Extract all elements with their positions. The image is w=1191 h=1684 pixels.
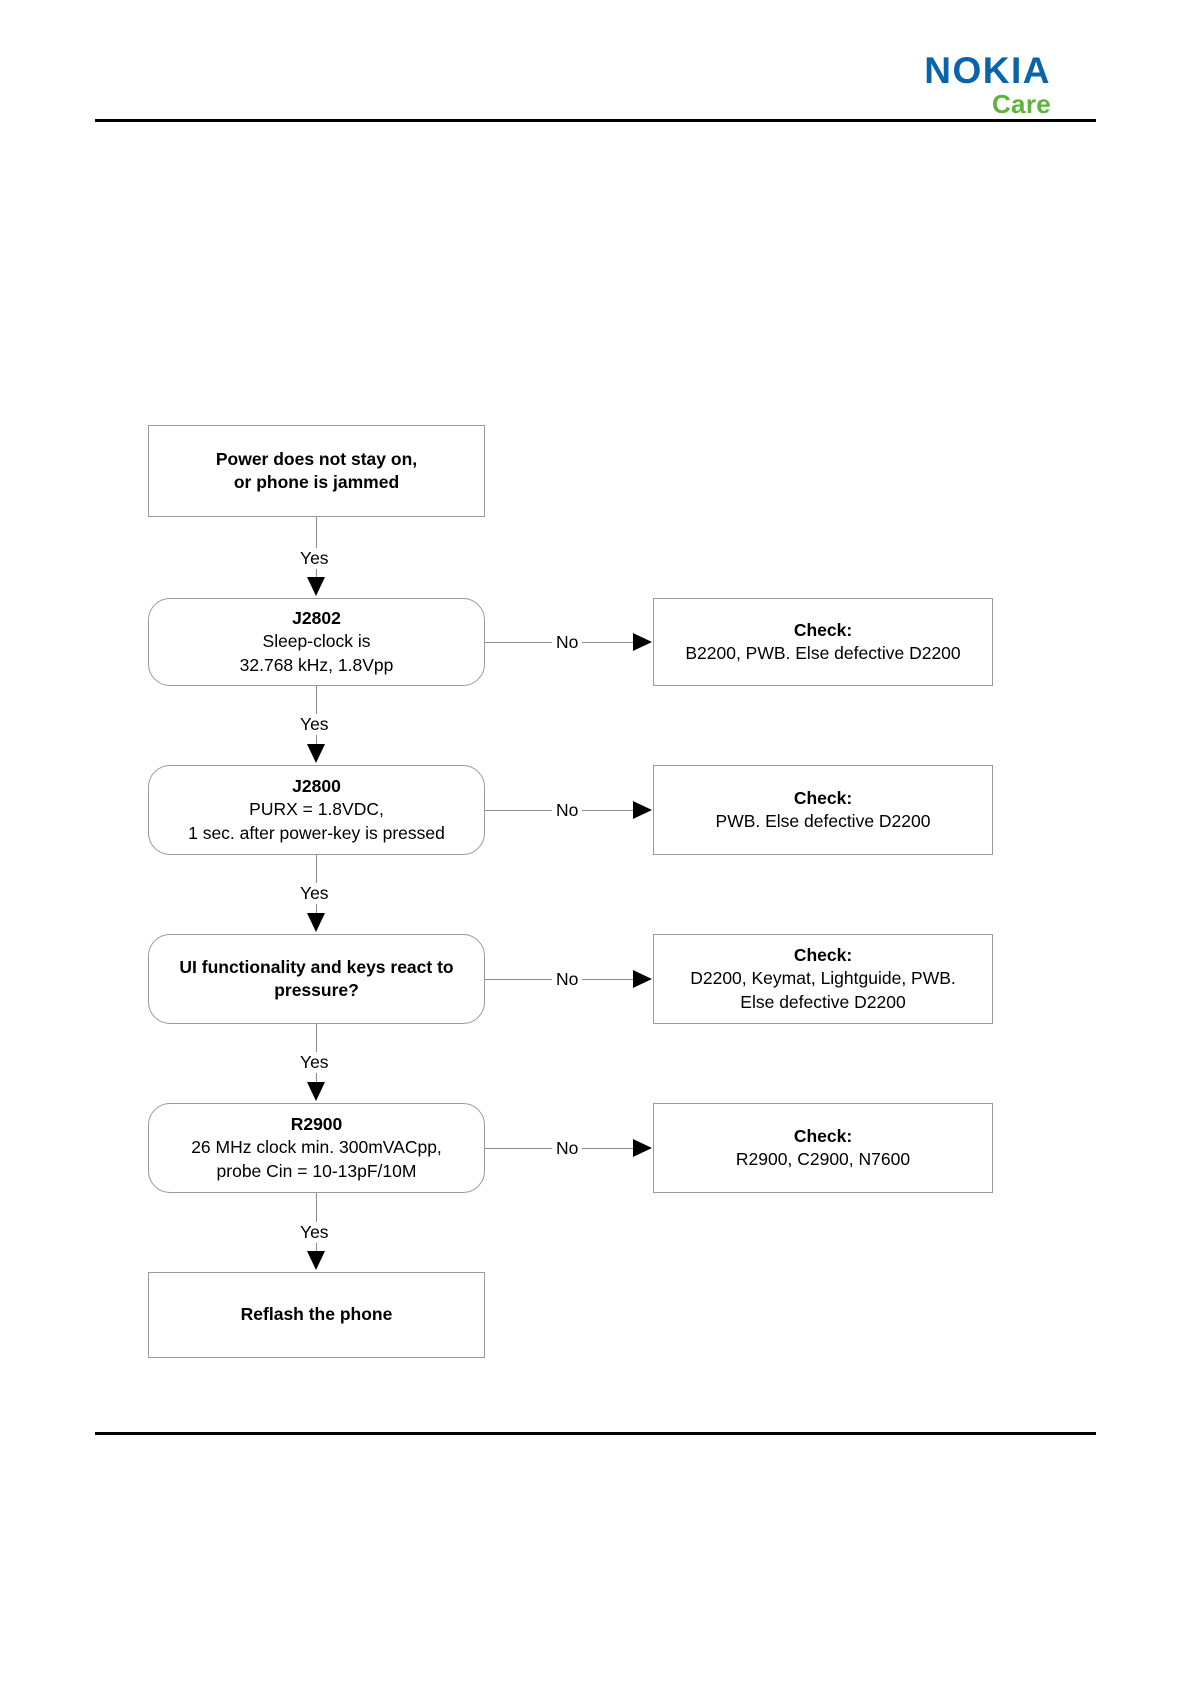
nokia-care-logo: NOKIA Care — [924, 52, 1051, 117]
check-4-line-1: R2900, C2900, N7600 — [735, 1149, 911, 1169]
edge-label-yes-3: Yes — [296, 883, 333, 904]
edge-label-yes-1: Yes — [296, 548, 333, 569]
flow-node-check-1: Check: B2200, PWB. Else defective D2200 — [653, 598, 993, 686]
flow-node-j2800: J2800 PURX = 1.8VDC, 1 sec. after power-… — [148, 765, 485, 855]
r2900-title: R2900 — [290, 1114, 343, 1135]
check-4-title: Check: — [793, 1125, 853, 1146]
edge-label-yes-5: Yes — [296, 1222, 333, 1243]
arrowhead-step3-to-step4 — [307, 1082, 325, 1101]
arrowhead-r2900-to-check4 — [633, 1139, 652, 1157]
footer-divider — [95, 1432, 1096, 1435]
check-1-line-1: B2200, PWB. Else defective D2200 — [685, 643, 961, 663]
check-3-title: Check: — [793, 945, 853, 966]
arrowhead-step2-to-step3 — [307, 913, 325, 932]
flow-node-start: Power does not stay on, or phone is jamm… — [148, 425, 485, 517]
j2800-line-1: PURX = 1.8VDC, — [249, 799, 384, 820]
flow-node-r2900: R2900 26 MHz clock min. 300mVACpp, probe… — [148, 1103, 485, 1193]
check-2-title: Check: — [793, 787, 853, 808]
nokia-wordmark: NOKIA — [924, 50, 1051, 91]
flow-node-ui-functionality: UI functionality and keys react to press… — [148, 934, 485, 1024]
j2802-line-2: 32.768 kHz, 1.8Vpp — [239, 654, 394, 675]
j2800-line-2: 1 sec. after power-key is pressed — [188, 822, 445, 843]
flow-node-check-3: Check: D2200, Keymat, Lightguide, PWB. E… — [653, 934, 993, 1024]
ui-functionality-title: UI functionality and keys react to — [179, 956, 454, 977]
check-3-line-1: D2200, Keymat, Lightguide, PWB. — [690, 968, 956, 989]
flow-node-check-4: Check: R2900, C2900, N7600 — [653, 1103, 993, 1193]
flow-node-j2802: J2802 Sleep-clock is 32.768 kHz, 1.8Vpp — [148, 598, 485, 686]
edge-label-no-1: No — [552, 632, 583, 653]
start-line-1: Power does not stay on, — [215, 448, 418, 469]
arrowhead-step4-to-end — [307, 1251, 325, 1270]
r2900-line-2: probe Cin = 10-13pF/10M — [216, 1160, 417, 1181]
start-line-2: or phone is jammed — [233, 472, 400, 492]
edge-label-no-3: No — [552, 969, 583, 990]
j2802-line-1: Sleep-clock is — [262, 631, 371, 652]
flow-node-check-2: Check: PWB. Else defective D2200 — [653, 765, 993, 855]
end-label: Reflash the phone — [240, 1304, 393, 1325]
care-wordmark: Care — [991, 89, 1051, 119]
arrowhead-j2800-to-check2 — [633, 801, 652, 819]
header-divider — [95, 119, 1096, 122]
arrowhead-start-to-step1 — [307, 577, 325, 596]
flow-node-end: Reflash the phone — [148, 1272, 485, 1358]
check-3-line-2: Else defective D2200 — [740, 991, 906, 1012]
ui-functionality-line-1: pressure? — [274, 980, 359, 1000]
arrowhead-step1-to-step2 — [307, 744, 325, 763]
j2802-title: J2802 — [292, 608, 341, 629]
j2800-title: J2800 — [292, 776, 341, 797]
check-2-line-1: PWB. Else defective D2200 — [715, 811, 931, 831]
edge-label-no-2: No — [552, 800, 583, 821]
edge-label-yes-2: Yes — [296, 714, 333, 735]
check-1-title: Check: — [793, 619, 853, 640]
edge-label-yes-4: Yes — [296, 1052, 333, 1073]
arrowhead-ui-to-check3 — [633, 970, 652, 988]
r2900-line-1: 26 MHz clock min. 300mVACpp, — [191, 1137, 442, 1158]
arrowhead-j2802-to-check1 — [633, 633, 652, 651]
edge-label-no-4: No — [552, 1138, 583, 1159]
